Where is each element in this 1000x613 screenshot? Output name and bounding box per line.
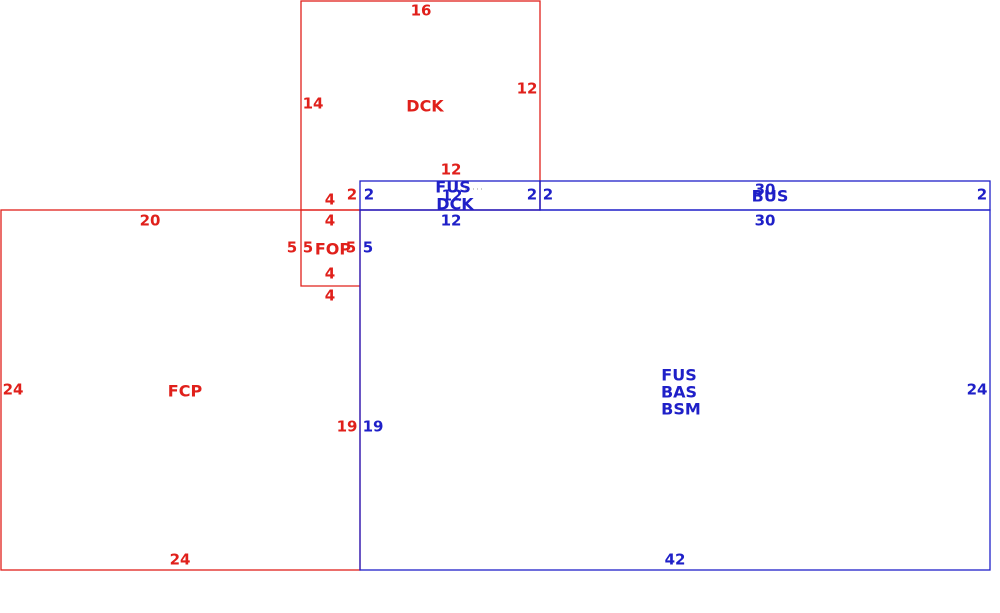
main-left-dim: 19 [363, 418, 384, 436]
fcp-top-dim: 20 [140, 212, 161, 230]
fus-dck-left-dim: 2 [364, 186, 374, 204]
fop-top-dim: 4 [325, 212, 335, 230]
main-zone-name-line2: BAS [661, 383, 697, 402]
dck-right-dim: 12 [517, 80, 538, 98]
bus-zone-name: BUS [752, 187, 789, 206]
fus-dck-top-dim: 12 [442, 187, 463, 205]
fop-left-dim: 5 [303, 239, 313, 257]
main-right-dim: 24 [967, 381, 988, 399]
dck-zone-name: DCK [406, 97, 444, 116]
fop-top-outer-dim: 4 [325, 191, 335, 209]
dck-top-dim: 16 [411, 2, 432, 20]
fcp-bottom-outer-dim: 4 [325, 287, 335, 305]
fus-dck-name-line1: FUS [435, 178, 470, 197]
fop-zone-name: FOP [315, 240, 352, 259]
fop-right-outer-dim: 2 [347, 186, 357, 204]
fcp-zone-name: FCP [168, 382, 203, 401]
main-zone-name-line1: FUS [661, 366, 696, 385]
fcp-bottom-dim: 24 [170, 551, 191, 569]
bus-right-dim: 2 [977, 186, 987, 204]
main-left-top-dim: 5 [363, 239, 373, 257]
main-zone-name-line3: BSM [661, 400, 701, 419]
dck-left-dim: 14 [303, 95, 324, 113]
fus-dck-right-dim: 2 [527, 186, 537, 204]
main-zone-outline [359, 209, 991, 571]
bus-bottom-dim: 30 [755, 212, 776, 230]
fop-bottom-dim: 4 [325, 265, 335, 283]
main-bottom-dim: 42 [665, 551, 686, 569]
fop-zone-outline [300, 210, 360, 287]
fcp-left-dim: 24 [3, 381, 24, 399]
fcp-left-outer-dim: 5 [287, 239, 297, 257]
bus-top-dim: 30 [755, 181, 776, 199]
fus-dck-name-line2: DCK [436, 195, 474, 214]
fcp-right-dim: 19 [337, 418, 358, 436]
dck-bottom-dim: 12 [441, 161, 462, 179]
fus-dck-bottom-dim: 12 [441, 212, 462, 230]
bus-left-dim: 2 [543, 186, 553, 204]
fop-right-dim: 5 [346, 239, 356, 257]
